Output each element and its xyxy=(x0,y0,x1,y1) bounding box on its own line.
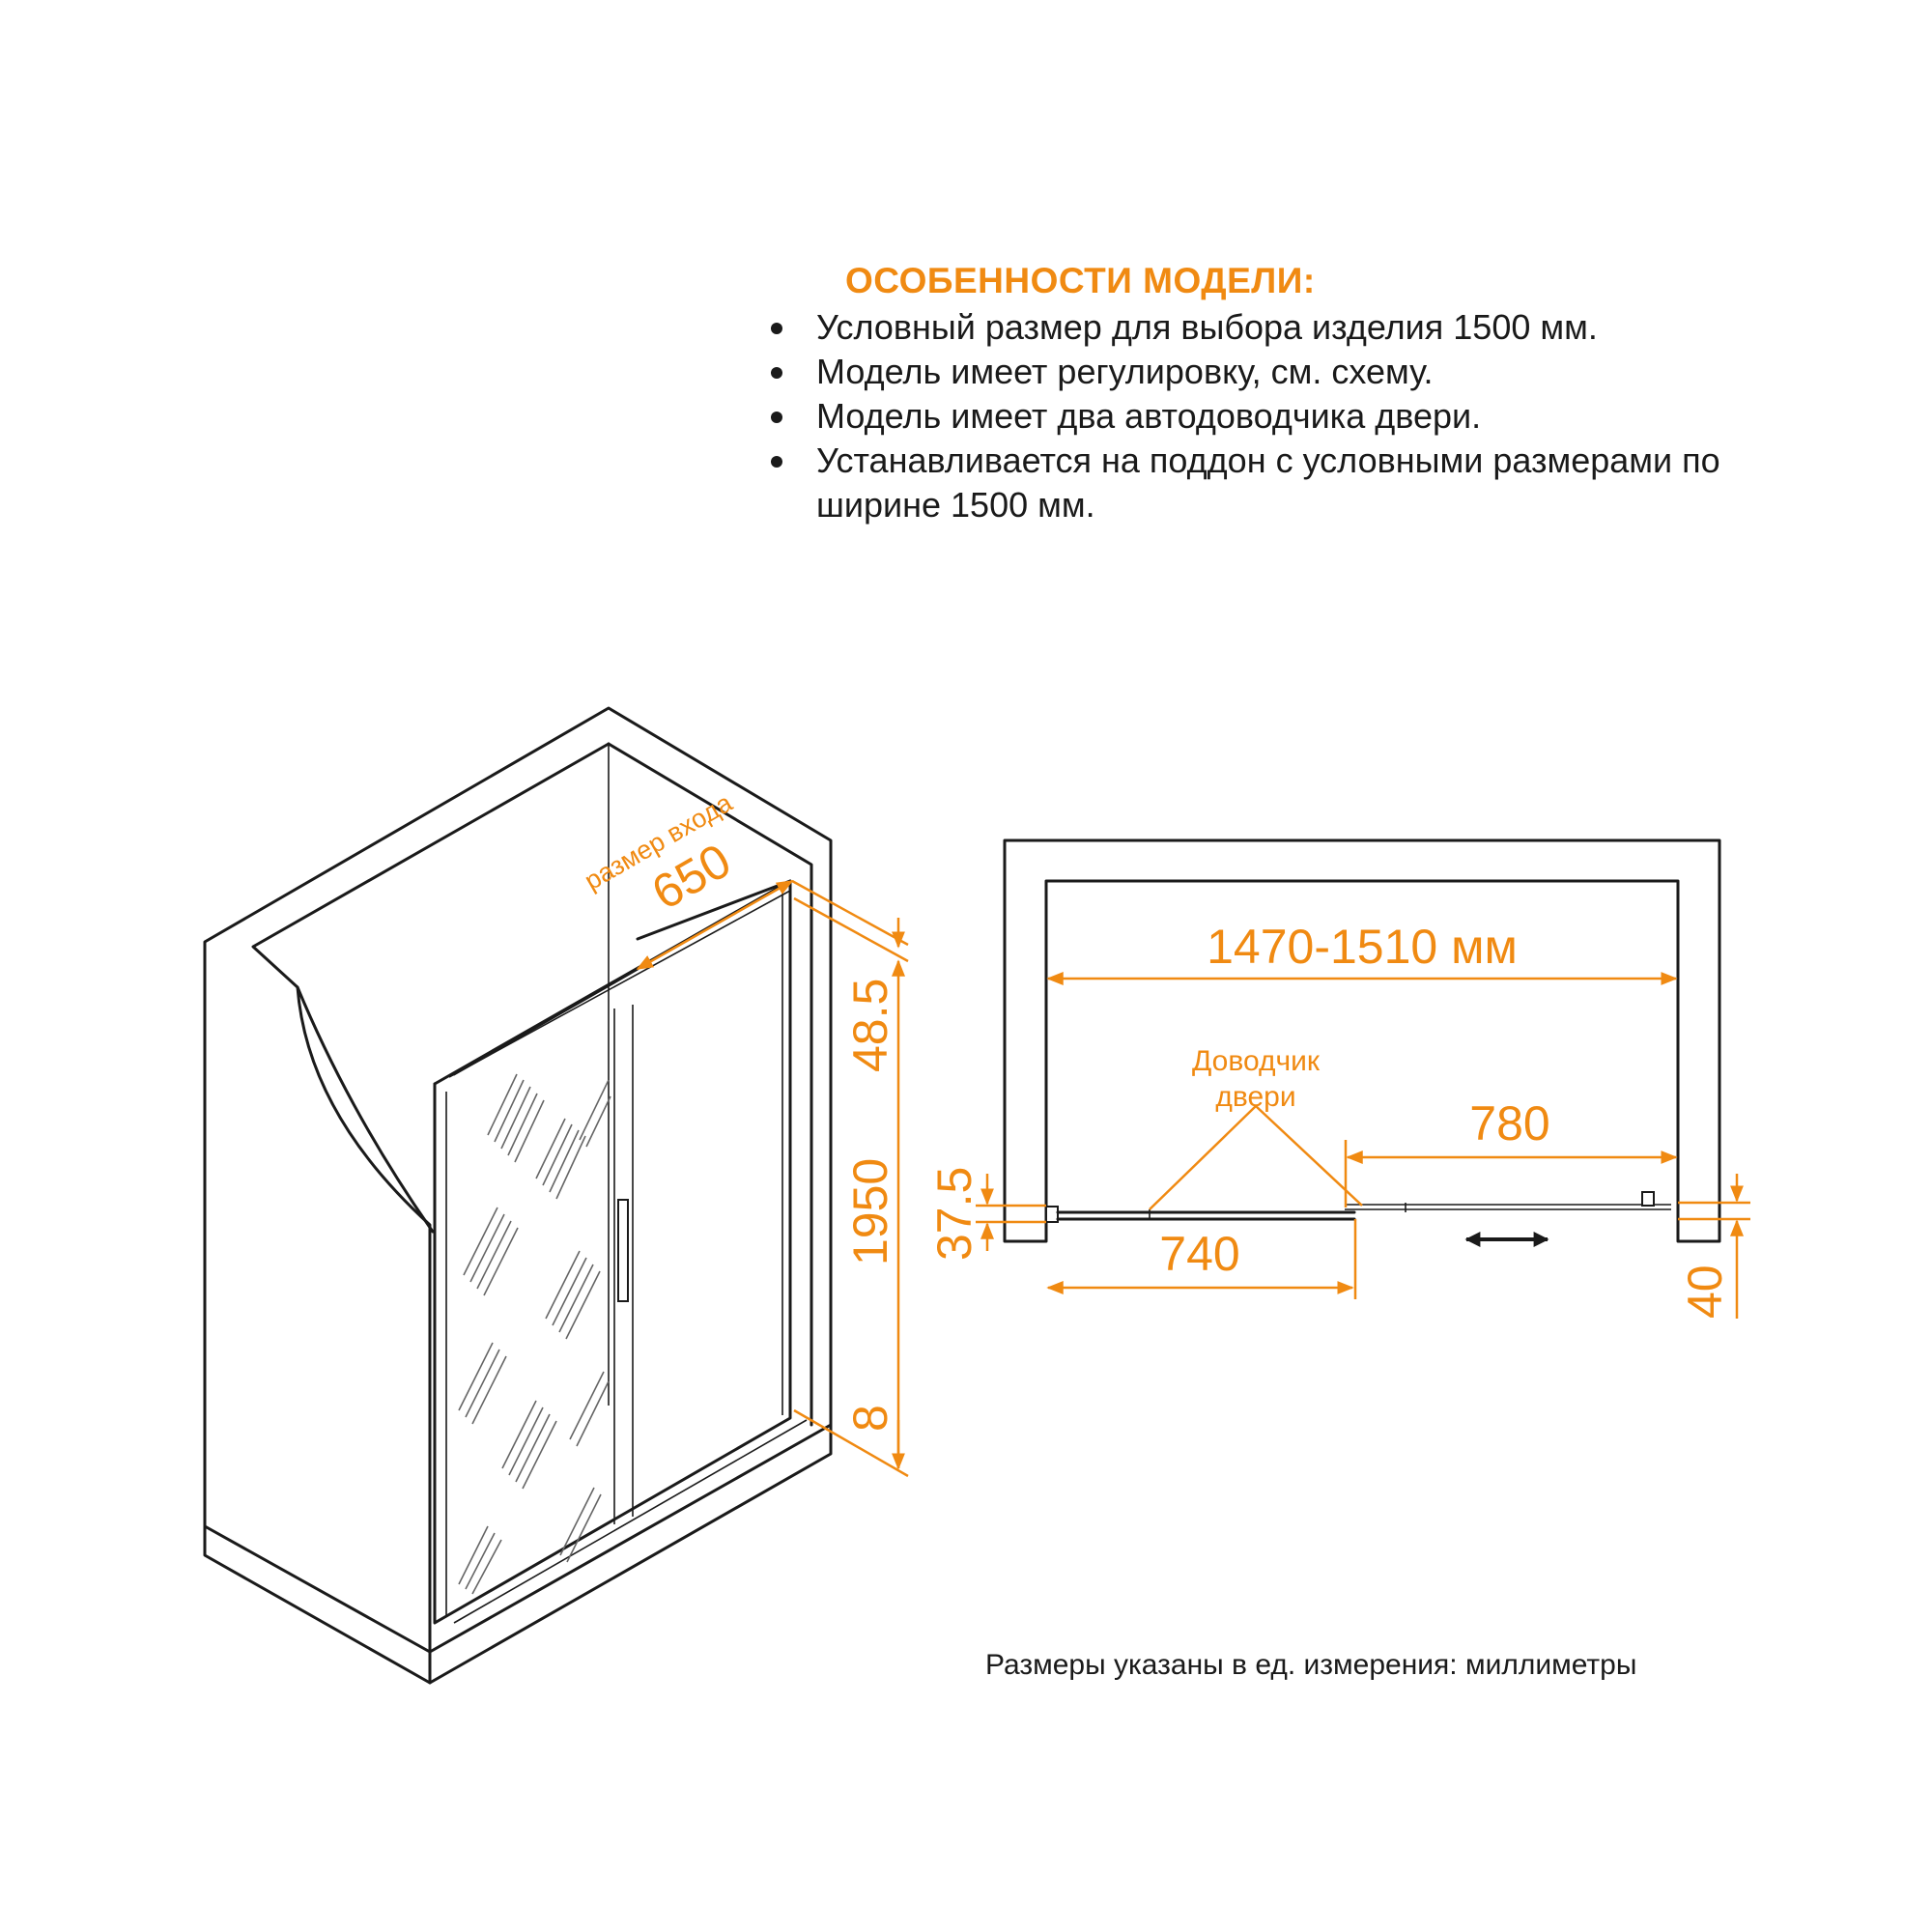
height-value: 1950 xyxy=(843,1158,897,1265)
bottom-gap-value: 8 xyxy=(843,1405,897,1432)
closer-label-line2: двери xyxy=(1215,1081,1295,1113)
feature-item: Модель имеет два автодоводчика двери. xyxy=(763,394,1826,439)
dim-depth-right: 40 xyxy=(1678,1174,1750,1319)
dim-width: 1470-1510 мм xyxy=(1046,920,1678,985)
features-list: Условный размер для выбора изделия 1500 … xyxy=(763,305,1826,527)
dim-entrance: размер входа 650 xyxy=(580,787,794,971)
closer-callout: Доводчик двери xyxy=(1149,1045,1363,1210)
iso-view: размер входа 650 48.5 1950 8 xyxy=(203,706,909,1685)
dim-vertical: 48.5 1950 8 xyxy=(791,879,909,1478)
dim-fixed: 780 xyxy=(1344,1096,1678,1208)
plan-walls xyxy=(1003,838,1721,1243)
feature-item: Условный размер для выбора изделия 1500 … xyxy=(763,305,1826,350)
dim-depth-left: 37.5 xyxy=(927,1167,1046,1261)
units-note: Размеры указаны в ед. измерения: миллиме… xyxy=(985,1649,1637,1681)
plan-view: 1470-1510 мм 780 740 Доводчик двери 37.5 xyxy=(927,838,1750,1319)
depth-right-value: 40 xyxy=(1678,1264,1732,1319)
depth-left-value: 37.5 xyxy=(927,1167,981,1261)
glass-texture xyxy=(458,1073,611,1595)
fixed-panel-value: 780 xyxy=(1469,1096,1549,1151)
top-gap-value: 48.5 xyxy=(843,979,897,1072)
feature-item: Устанавливается на поддон с условными ра… xyxy=(763,439,1826,527)
features-title: ОСОБЕННОСТИ МОДЕЛИ: xyxy=(845,261,1316,300)
closer-label-line1: Доводчик xyxy=(1192,1045,1321,1077)
iso-walls xyxy=(203,706,833,1685)
plan-panels xyxy=(1045,1191,1671,1223)
feature-item: Модель имеет регулировку, см. схему. xyxy=(763,350,1826,394)
door-handle-icon xyxy=(617,1199,629,1302)
iso-enclosure xyxy=(433,879,792,1625)
dim-door: 740 xyxy=(1046,1219,1357,1299)
width-value: 1470-1510 мм xyxy=(1207,920,1518,974)
features-block: ОСОБЕННОСТИ МОДЕЛИ: Условный размер для … xyxy=(763,261,1826,527)
door-panel-value: 740 xyxy=(1159,1227,1239,1281)
